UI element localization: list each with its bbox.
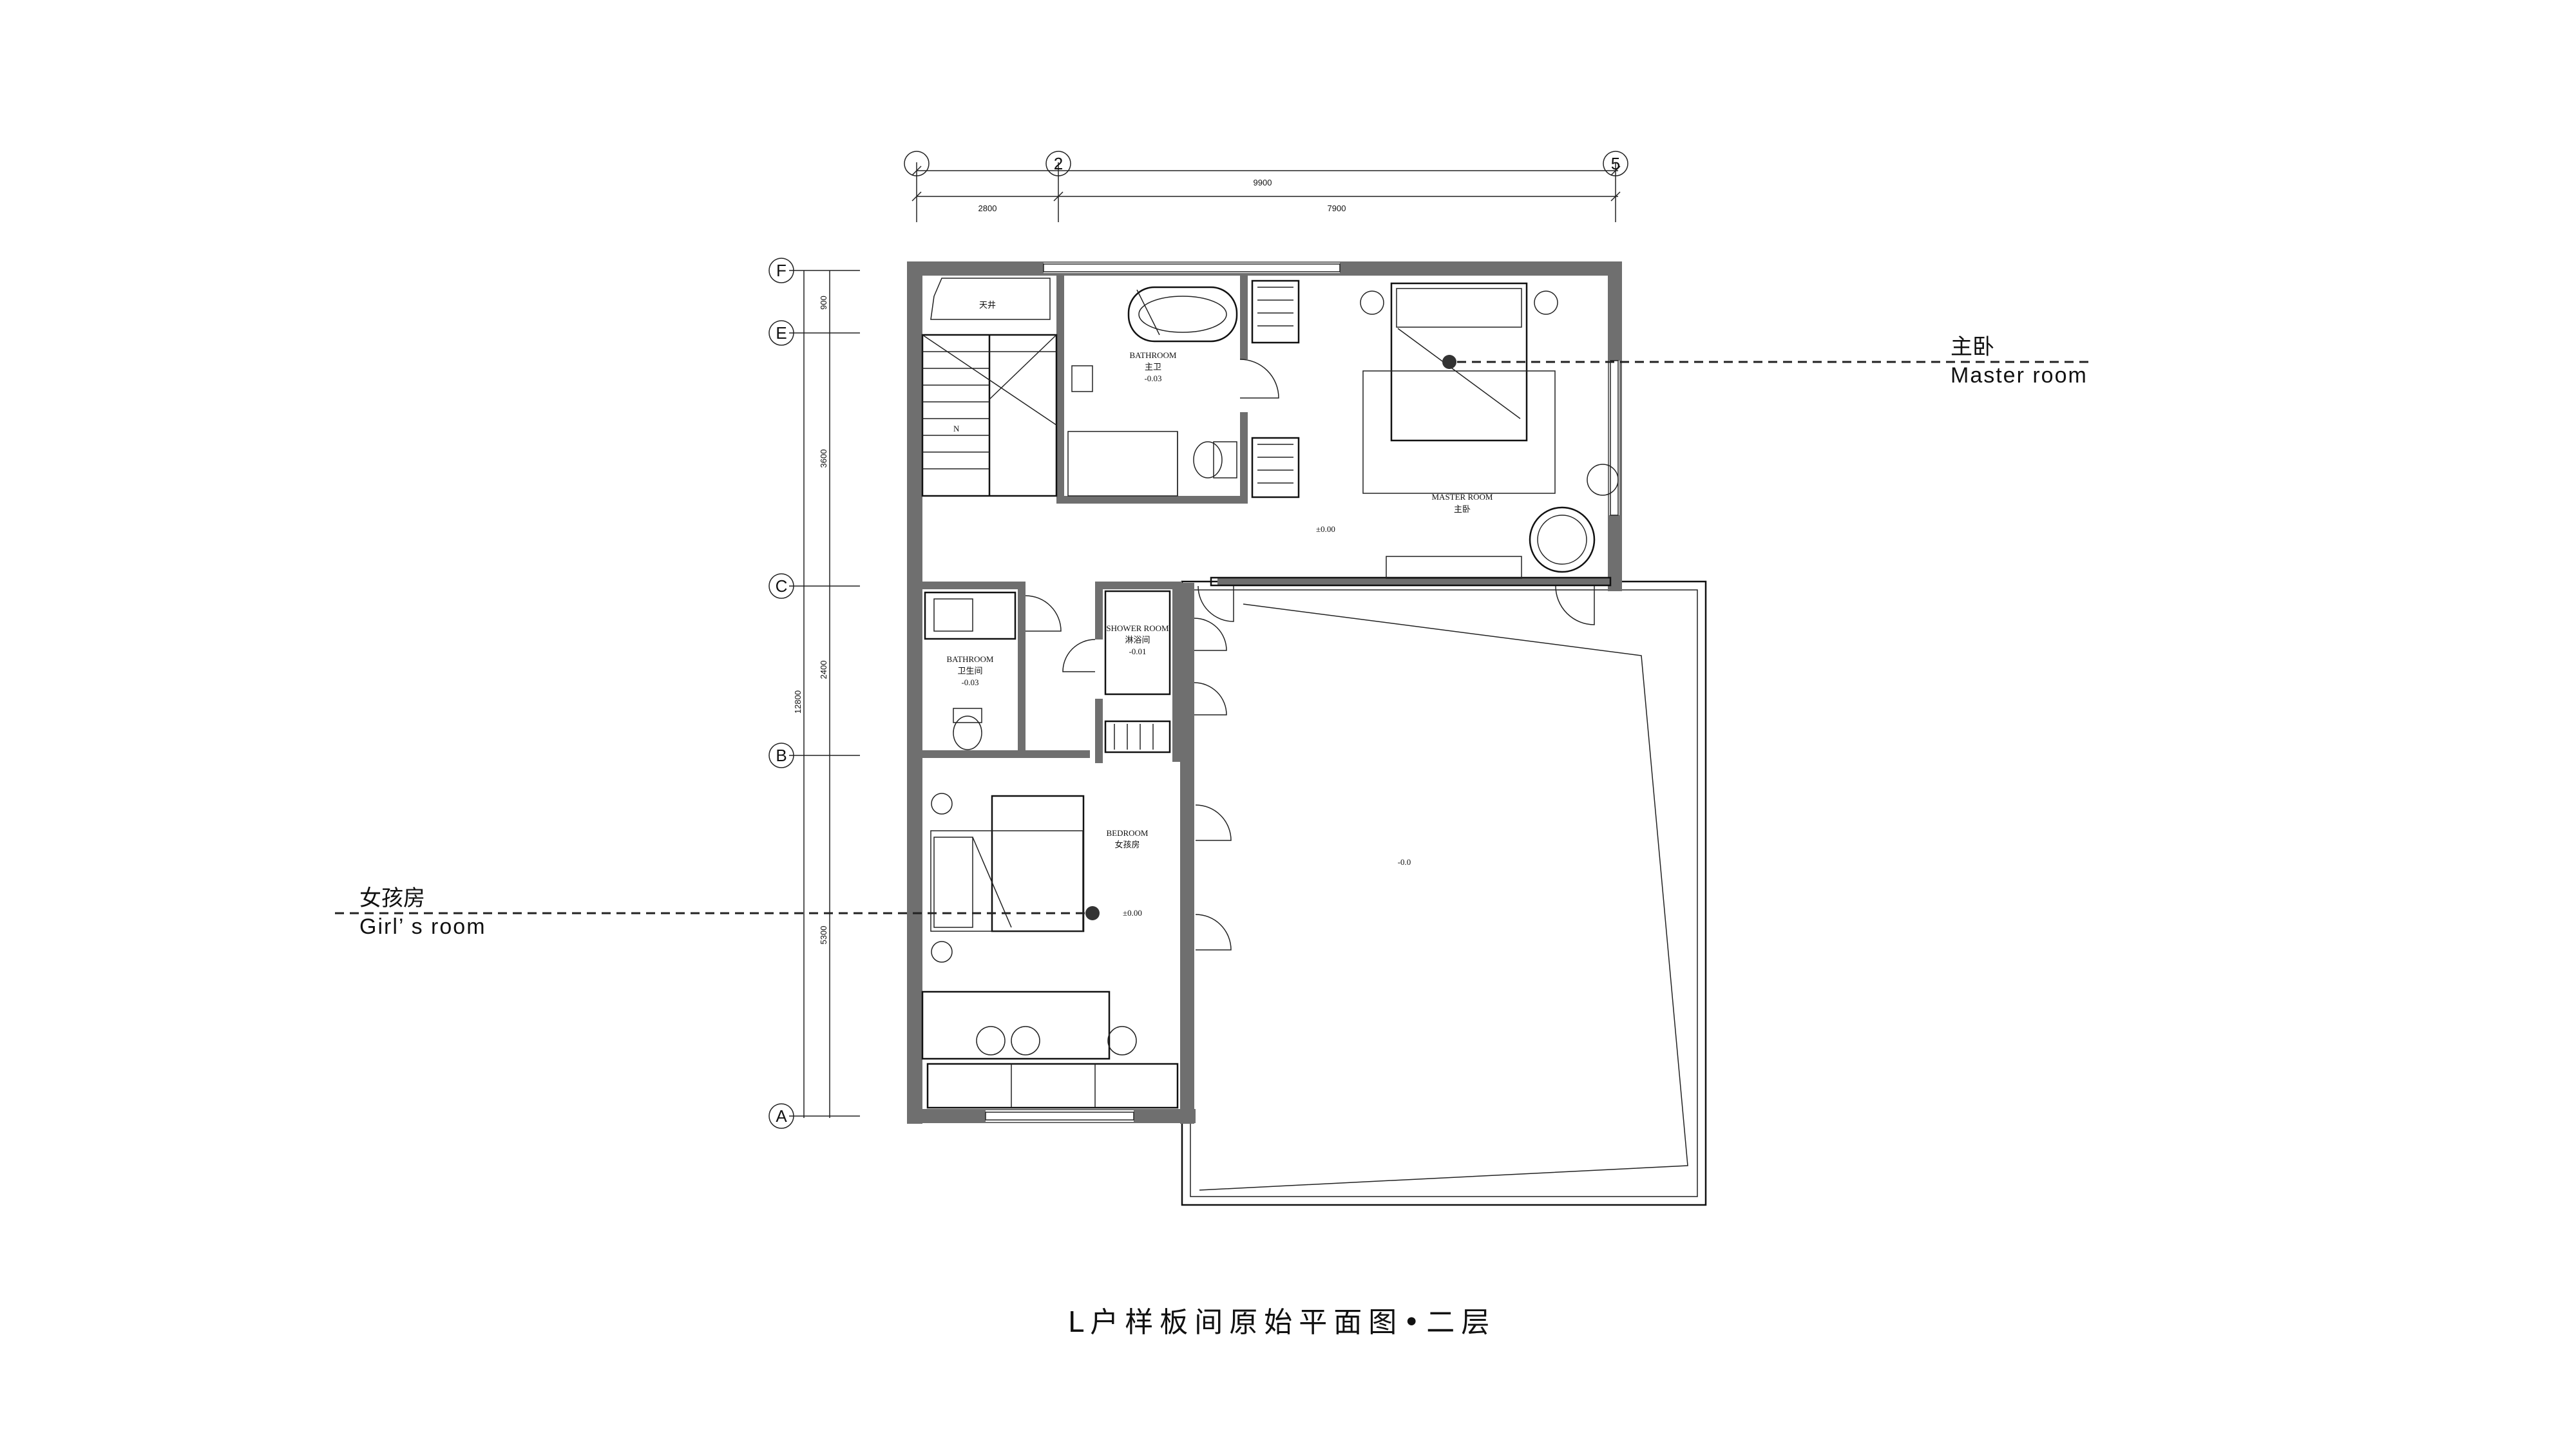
bath2-name-cn: 卫生间 — [957, 666, 982, 676]
stair-and-skylight: 天井 N — [921, 278, 1058, 497]
callout-girl-cn: 女孩房 — [359, 886, 425, 911]
shower-name-en: SHOWER ROOM — [1106, 623, 1169, 633]
master-room: MASTER ROOM 主卧 ±0.00 — [1197, 279, 1619, 625]
axis-bubble-col-5 — [1603, 151, 1628, 176]
shower-room: SHOWER ROOM 淋浴间 -0.01 — [1062, 590, 1227, 753]
stair-direction-icon: N — [953, 424, 960, 433]
callout-master-en: Master room — [1951, 363, 2088, 388]
skylight-label: 天井 — [979, 300, 996, 310]
column-axis-markers: 2 5 — [904, 151, 1628, 176]
shower-name-cn: 淋浴间 — [1125, 635, 1150, 645]
axis-label-row-c: C — [776, 576, 788, 596]
bedroom-level: ±0.00 — [1123, 908, 1142, 918]
axis-label-row-b: B — [776, 746, 787, 765]
callout-master-cn: 主卧 — [1951, 334, 1994, 360]
master-room-name-en: MASTER ROOM — [1432, 492, 1493, 502]
axis-bubble-row-b — [768, 743, 794, 768]
bedroom-name-cn: 女孩房 — [1114, 840, 1140, 849]
axis-bubble-row-f — [768, 258, 794, 283]
axis-bubble-row-a — [768, 1103, 794, 1129]
girls-bedroom: BEDROOM 女孩房 ±0.00 — [921, 793, 1232, 1109]
axis-label-row-f: F — [776, 261, 787, 280]
dim-top-right: 7900 — [1328, 204, 1346, 213]
master-room-name-cn: 主卧 — [1454, 504, 1471, 514]
axis-label-row-e: E — [776, 323, 787, 343]
top-dimension-chain: 9900 2800 7900 — [911, 162, 1621, 222]
dim-left-ec: 3600 — [819, 450, 828, 468]
axis-label-col-2: 2 — [1054, 154, 1063, 173]
drawing-title: L户样板间原始平面图•二层 — [1068, 1306, 1496, 1339]
axis-bubble-col-1 — [904, 151, 930, 176]
dim-left-fe: 900 — [819, 296, 828, 310]
left-dimension-chain: 900 3600 2400 12800 5300 — [789, 270, 860, 1118]
axis-bubble-row-e — [768, 320, 794, 346]
master-bath-name-cn: 主卫 — [1145, 362, 1161, 372]
dim-top-left: 2800 — [978, 204, 997, 213]
axis-bubble-row-c — [768, 573, 794, 599]
axis-label-row-a: A — [776, 1106, 787, 1126]
walls — [907, 261, 1622, 1124]
master-room-level: ±0.00 — [1316, 524, 1335, 534]
terrace: -0.0 — [1181, 580, 1707, 1206]
second-bathroom: BATHROOM 卫生间 -0.03 — [924, 591, 1062, 750]
dim-top-total: 9900 — [1254, 178, 1272, 187]
bath2-name-en: BATHROOM — [947, 654, 994, 664]
terrace-level: -0.0 — [1398, 857, 1411, 867]
axis-bubble-col-2 — [1045, 151, 1071, 176]
bath2-level: -0.03 — [961, 677, 978, 687]
dim-left-cb: 2400 — [819, 661, 828, 679]
dim-left-ca-total: 12800 — [793, 690, 803, 714]
master-bath-name-en: BATHROOM — [1130, 350, 1177, 360]
axis-label-col-5: 5 — [1611, 154, 1620, 173]
master-bathroom: BATHROOM 主卫 -0.03 — [1067, 286, 1279, 497]
callout-girl-en: Girl’ s room — [359, 914, 486, 939]
dim-left-ba: 5300 — [819, 926, 828, 945]
shower-level: -0.01 — [1129, 647, 1146, 656]
callout-master: 主卧 Master room — [1457, 334, 2094, 388]
master-bath-level: -0.03 — [1144, 374, 1161, 383]
callout-girl: 女孩房 Girl’ s room — [335, 886, 1089, 939]
bedroom-name-en: BEDROOM — [1106, 828, 1148, 838]
row-axis-markers: F E C B A — [768, 258, 794, 1129]
